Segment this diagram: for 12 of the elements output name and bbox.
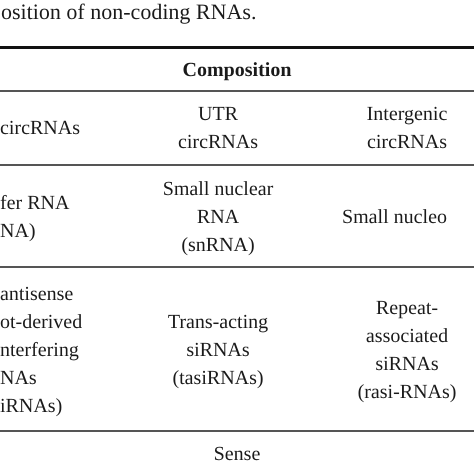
table-cell-text: UTR circRNAs <box>177 102 259 155</box>
column-header: Composition <box>182 58 292 83</box>
table-caption: osition of non-coding RNAs. <box>1 0 256 24</box>
table-cell-text: circRNAs <box>0 116 80 141</box>
table-cell-text: Repeat- associated siRNAs (rasi-RNAs) <box>356 296 458 405</box>
table-cell-text: Intergenic circRNAs <box>366 102 448 155</box>
table-cell-text: Sense <box>214 442 260 467</box>
table-cell-text: Trans-acting siRNAs (tasiRNAs) <box>166 310 270 391</box>
table-cell-text: Small nucleo <box>342 204 447 230</box>
table-cell-text: fer RNA NA) <box>0 190 70 244</box>
table-cell-text: antisense ot-derived nterfering NAs iRNAs) <box>0 282 84 419</box>
table-cell-text: Small nuclear RNA (snRNA) <box>162 176 274 258</box>
